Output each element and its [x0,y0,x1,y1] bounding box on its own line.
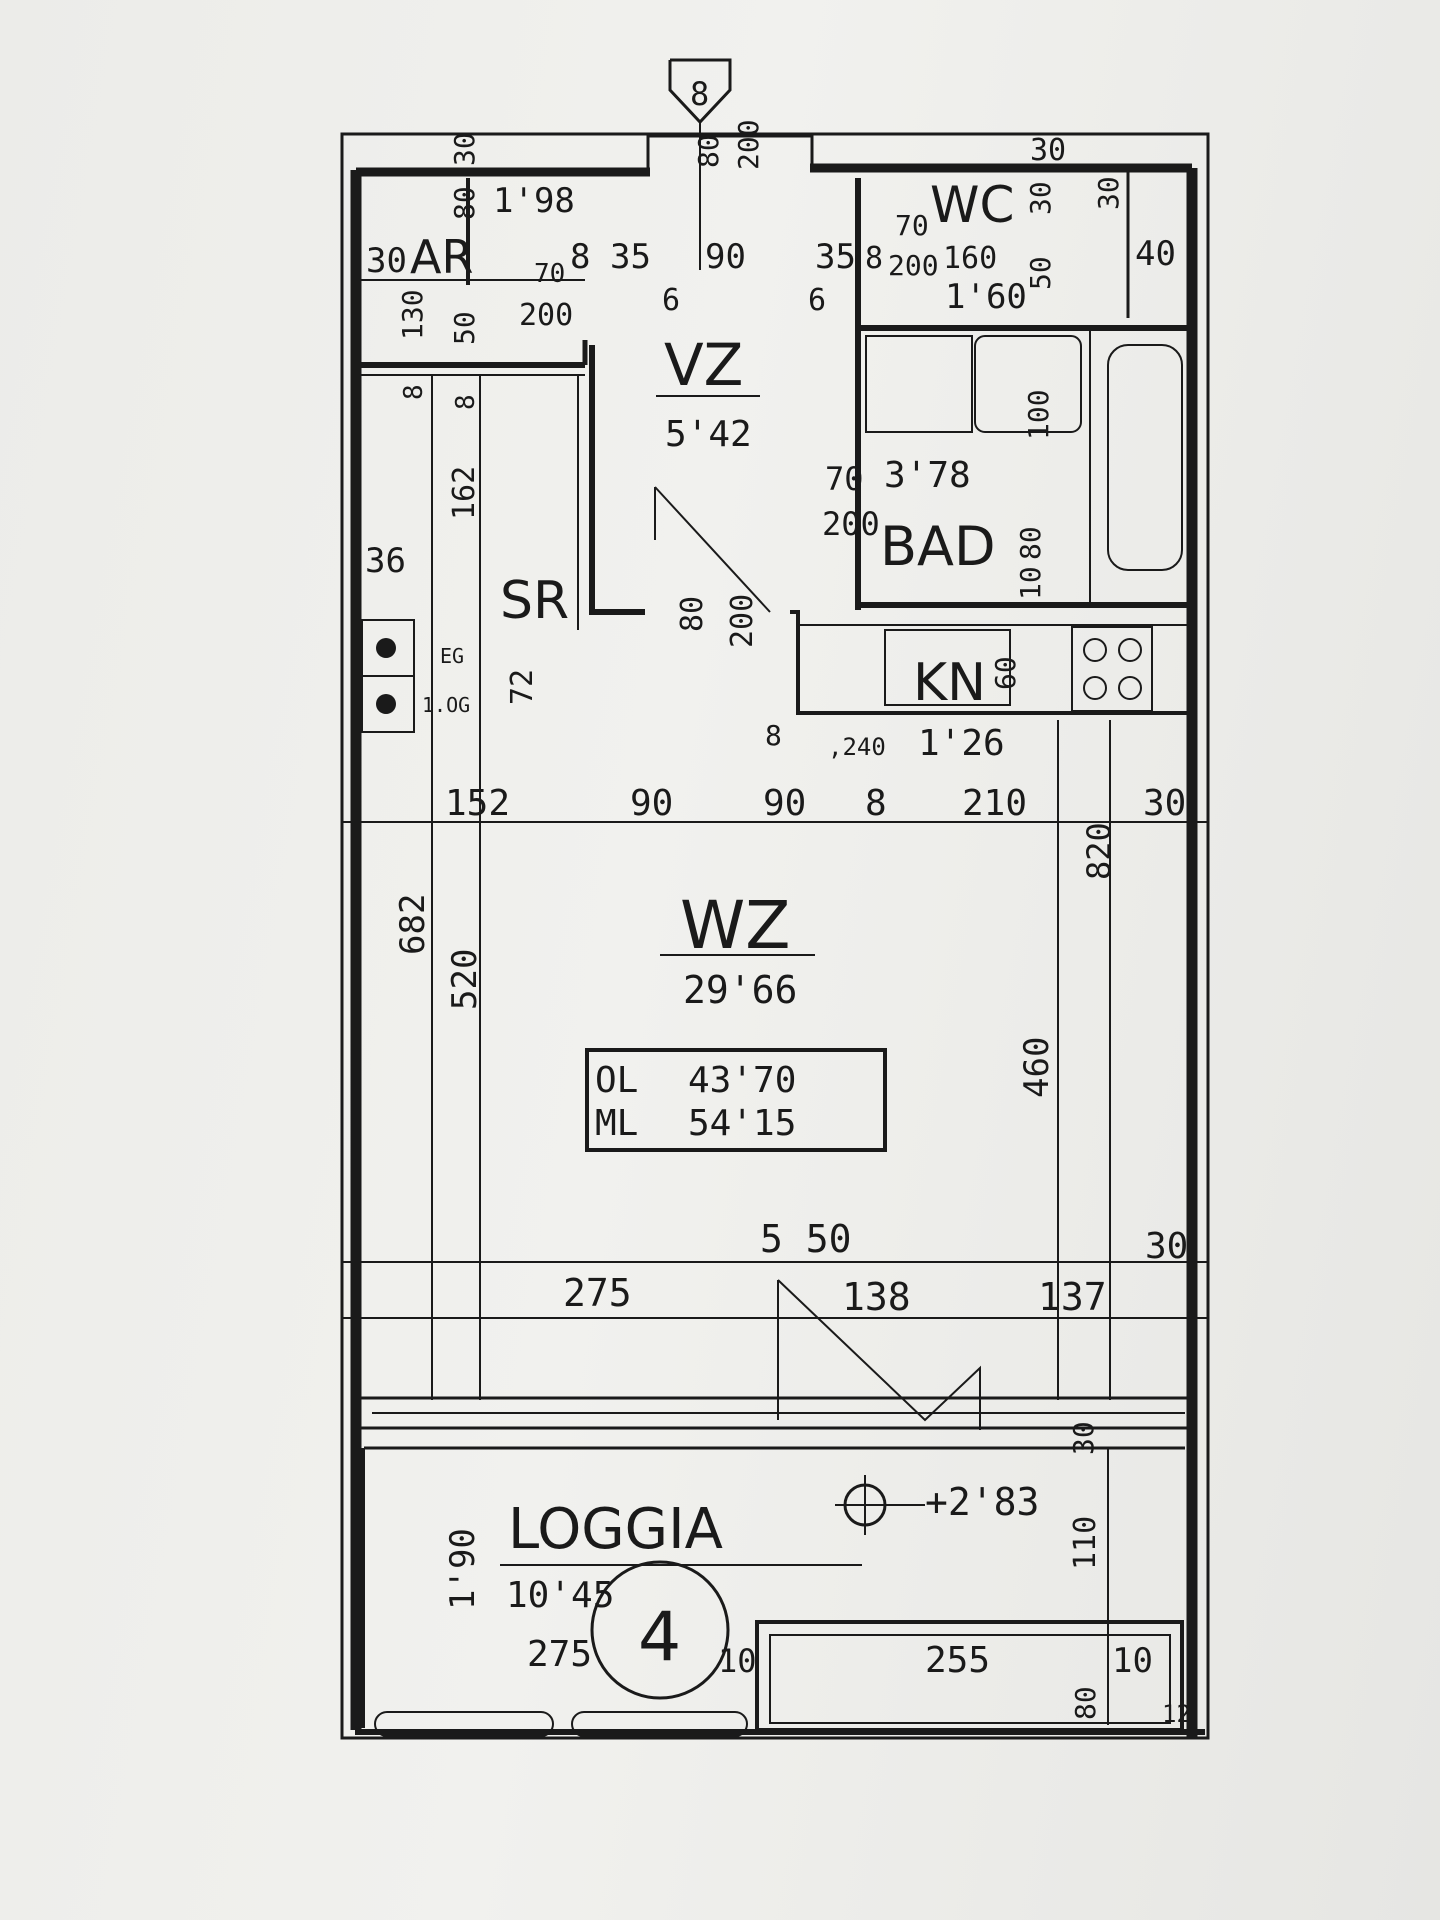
dim-bad-100: 100 [1022,389,1055,440]
dim-wc-200: 200 [888,249,939,282]
room-sr-name: SR [500,571,569,631]
stair-number: 8 [690,75,709,113]
dim-lg-10b: 10 [1112,1641,1153,1681]
dim-vz-90: 90 [705,237,746,277]
dim-w-210: 210 [962,783,1027,824]
dim-top-30r: 30 [1030,133,1066,168]
dim-lg-110: 110 [1068,1516,1103,1570]
dim-w-8: 8 [865,783,887,824]
dim-ar-30: 30 [366,241,407,281]
summary-box [585,1048,887,1152]
dim-wc-50: 50 [1024,256,1057,290]
dim-l-50: 50 [448,311,481,345]
room-bad-name: BAD [880,515,996,578]
summary-ml-label: ML [595,1103,638,1144]
dimension-labels: 30 30 80 200 80 30 70 200 8 35 90 6 6 35… [365,119,1191,1728]
room-loggia-area: 10'45 [506,1575,614,1616]
room-labels: AR 1'98 WC 1'60 VZ 5'42 BAD 3'78 SR KN 1… [410,176,1027,1616]
summary-ol-label: OL [595,1060,638,1101]
dim-kn-8: 8 [765,719,782,752]
dim-wc-30b: 30 [1092,176,1125,210]
dim-lg-80: 80 [1069,1686,1102,1720]
dim-lg-190: 1'90 [443,1528,483,1610]
room-ar-area: 1'98 [493,181,575,221]
dim-wc-35: 35 [815,237,856,277]
meter-eg-label: EG [440,644,464,668]
dim-kn-240: ,240 [828,733,886,761]
dim-w-138: 138 [842,1275,911,1319]
dim-kn-60: 60 [989,656,1022,690]
dim-wc-160: 160 [943,241,997,276]
room-kn-name: KN [913,653,986,713]
dim-bad-70: 70 [825,460,864,498]
dim-wc-30: 30 [1024,181,1057,215]
dim-top-200: 200 [732,119,765,170]
dim-lg-30: 30 [1067,1421,1100,1455]
dim-bad-200: 200 [822,505,880,543]
dim-l-8: 8 [399,384,429,400]
dim-lg-12: 12 [1162,1700,1191,1728]
dim-ar-80: 80 [448,186,481,220]
dim-vz-6: 6 [662,283,680,318]
dim-ar-8: 8 [570,237,590,277]
room-wz-name: WZ [680,887,790,964]
dim-wc-40: 40 [1135,234,1176,274]
dim-l-130: 130 [396,289,429,340]
dim-l-162: 162 [447,466,482,520]
dim-top-30: 30 [448,132,481,166]
walls [340,58,1210,1740]
dim-w-460: 460 [1017,1037,1057,1098]
dim-w-137: 137 [1038,1275,1107,1319]
dim-sr-80: 80 [675,596,710,632]
dim-w-820: 820 [1080,822,1118,880]
dim-l-36: 36 [365,541,406,581]
room-wc-area: 1'60 [945,277,1027,317]
dim-bad-10: 10 [1014,566,1047,600]
dim-w-90: 90 [630,783,673,824]
dim-sr-72: 72 [505,669,540,705]
dim-sr-200: 200 [725,594,760,648]
dim-vz-6b: 6 [808,283,826,318]
dim-w-90b: 90 [763,783,806,824]
room-vz-name: VZ [664,331,743,399]
dim-w-30: 30 [1143,783,1186,824]
dim-w-550: 5 50 [760,1217,852,1261]
dim-ar-200: 200 [519,298,573,333]
summary-ol-value: 43'70 [688,1060,796,1101]
summary-ml-value: 54'15 [688,1103,796,1144]
elevation-label: +2'83 [925,1480,1039,1524]
dim-ar-35: 35 [610,237,651,277]
dim-l-8b: 8 [451,394,481,410]
dim-w-682: 682 [393,894,433,955]
dim-w-275: 275 [563,1271,632,1315]
room-bad-area: 3'78 [884,455,971,496]
dim-w-30b: 30 [1145,1226,1188,1267]
dim-top-80: 80 [692,134,725,168]
room-vz-area: 5'42 [665,414,752,455]
room-kn-area: 1'26 [918,723,1005,764]
room-loggia-name: LOGGIA [508,1497,723,1562]
dim-wc-8: 8 [865,241,883,276]
dim-lg-10: 10 [718,1642,757,1680]
dim-w-520: 520 [445,949,485,1010]
dim-bad-80: 80 [1014,526,1047,560]
unit-number: 4 [638,1598,681,1677]
room-wc-name: WC [930,176,1014,234]
room-wz-area: 29'66 [683,968,797,1012]
dim-w-152: 152 [445,783,510,824]
dim-lg-275: 275 [527,1634,592,1675]
meter-og-label: 1.OG [422,693,470,717]
dim-wc-70: 70 [895,209,929,242]
room-ar-name: AR [410,230,473,284]
dim-ar-70: 70 [534,259,565,289]
dim-lg-255: 255 [925,1640,990,1681]
